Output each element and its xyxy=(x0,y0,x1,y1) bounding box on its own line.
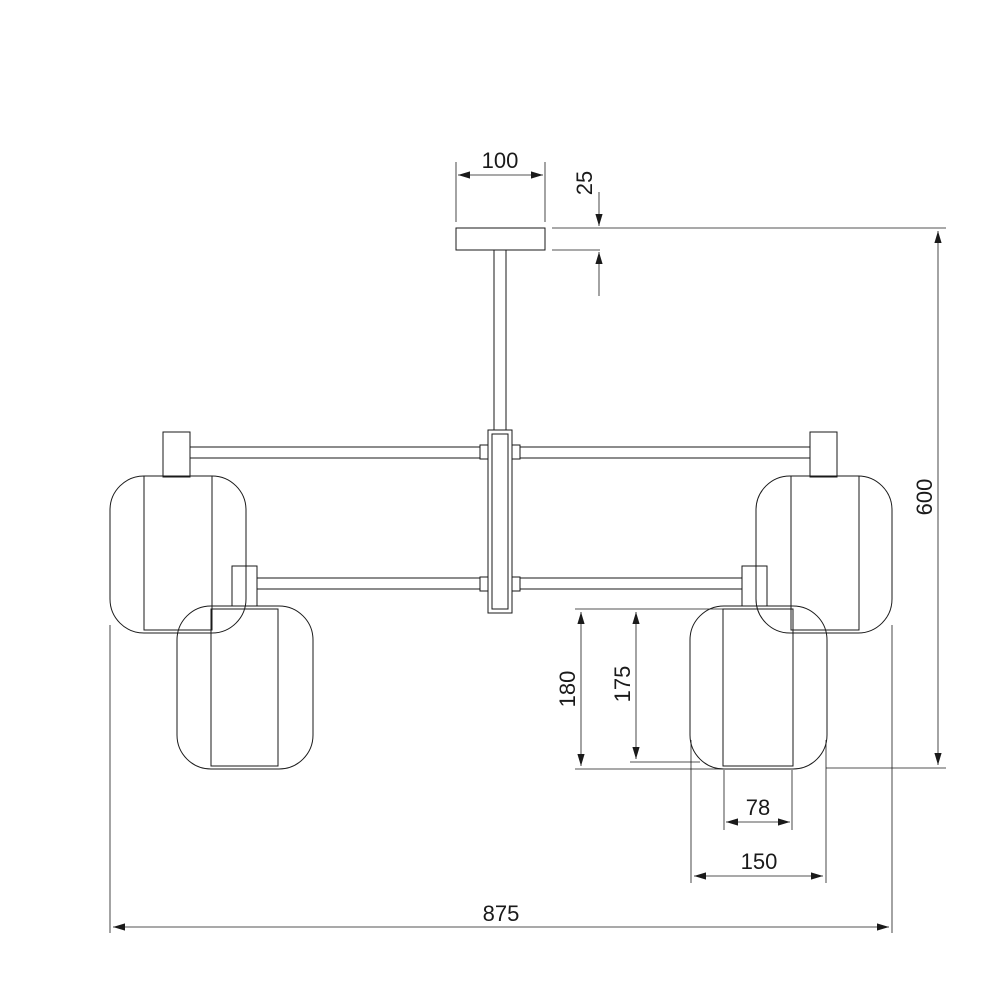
dim-shade-height-inner: 175 xyxy=(610,612,700,763)
ceiling-canopy xyxy=(455,227,546,251)
dim-label-total-height: 600 xyxy=(912,479,937,516)
shade-front-right xyxy=(689,605,828,770)
shade-front-left xyxy=(176,605,314,770)
back-arm-right-bracket xyxy=(809,431,838,478)
hub-screw-upper-right xyxy=(511,444,521,460)
dim-label-canopy-width: 100 xyxy=(482,148,519,173)
front-arm-left-bracket xyxy=(231,565,258,607)
dim-label-shade-height-inner: 175 xyxy=(610,666,635,703)
dim-label-shade-inner-width: 78 xyxy=(746,795,770,820)
hub-screw-lower-left xyxy=(479,576,489,592)
dim-shade-inner-width: 78 xyxy=(723,770,793,830)
back-arm-left-bracket xyxy=(162,431,191,478)
dim-shade-height-outer: 180 xyxy=(555,608,725,770)
dim-canopy-height: 25 xyxy=(552,171,603,296)
dim-canopy-width: 100 xyxy=(455,148,546,222)
hub-screw-upper-left xyxy=(479,444,489,460)
front-arm-right-bracket xyxy=(741,565,768,607)
dim-total-width: 875 xyxy=(109,625,893,933)
shade-back-right xyxy=(755,475,893,634)
dim-label-shade-height-outer: 180 xyxy=(555,671,580,708)
fixture xyxy=(109,227,893,770)
dim-shade-outer-width: 150 xyxy=(690,740,827,883)
center-hub xyxy=(479,429,521,614)
dim-label-total-width: 875 xyxy=(483,901,520,926)
dimension-lines: 100 25 600 180 175 xyxy=(109,148,946,933)
hub-screw-lower-right xyxy=(511,576,521,592)
dim-label-canopy-height: 25 xyxy=(572,171,597,195)
down-rod xyxy=(493,249,507,431)
dim-label-shade-outer-width: 150 xyxy=(741,849,778,874)
dim-total-height: 600 xyxy=(600,227,946,769)
